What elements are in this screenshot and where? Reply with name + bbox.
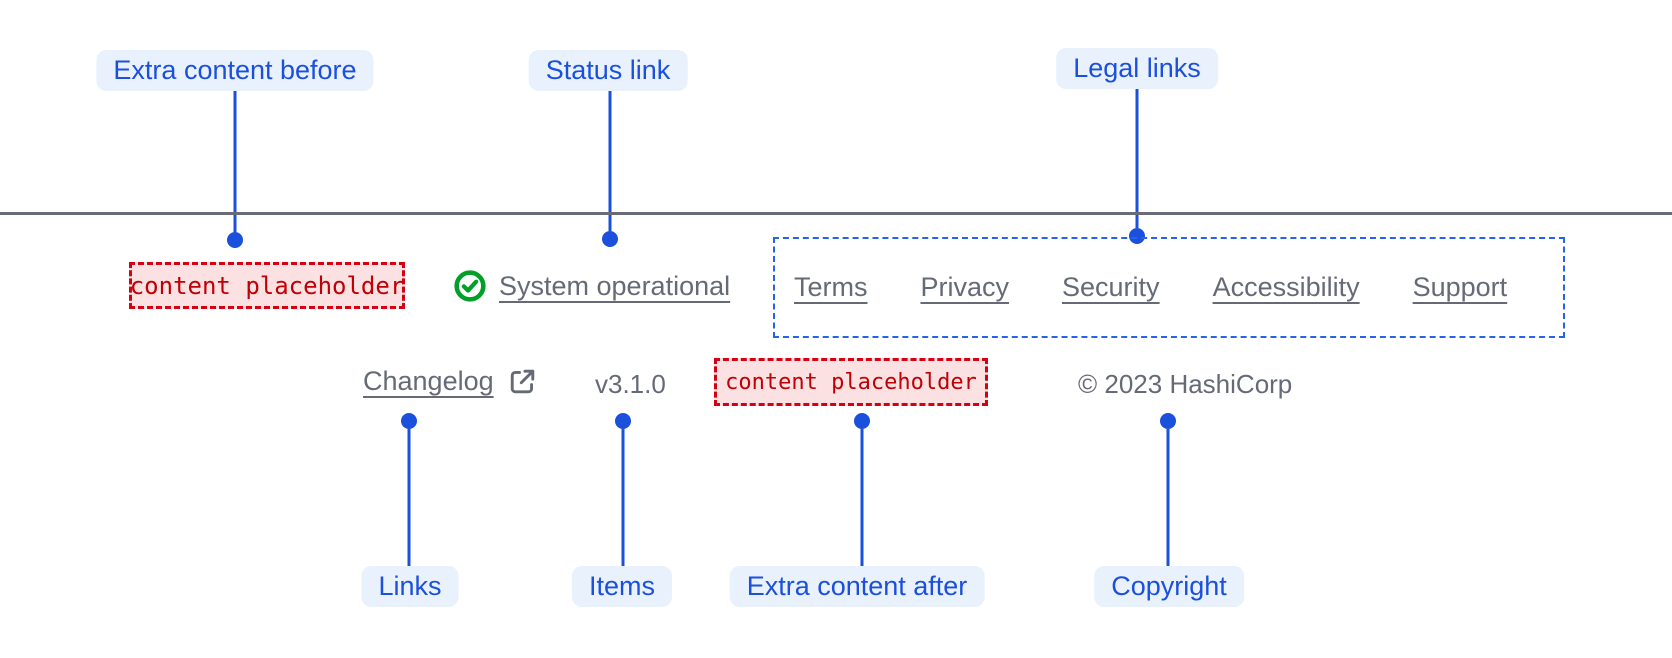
external-link-icon xyxy=(507,367,538,396)
pointer-line-items xyxy=(621,429,625,566)
pointer-line-extra-content-after xyxy=(860,429,864,566)
callout-label-status-link: Status link xyxy=(528,50,688,91)
extra-content-before-placeholder: content placeholder xyxy=(129,262,405,309)
pointer-line-copyright xyxy=(1166,429,1170,566)
check-circle-icon xyxy=(454,270,486,302)
legal-links-container: Terms Privacy Security Accessibility Sup… xyxy=(773,237,1565,338)
callout-label-legal-links: Legal links xyxy=(1056,48,1218,89)
pointer-dot-extra-content-before xyxy=(227,232,243,248)
callout-label-items: Items xyxy=(571,566,673,607)
legal-link-privacy[interactable]: Privacy xyxy=(920,272,1010,302)
callout-label-copyright: Copyright xyxy=(1094,566,1244,607)
legal-link-accessibility[interactable]: Accessibility xyxy=(1212,272,1360,302)
legal-link-terms[interactable]: Terms xyxy=(794,272,868,302)
status-link-label[interactable]: System operational xyxy=(499,270,731,301)
pointer-line-extra-content-before xyxy=(233,91,237,232)
version-item: v3.1.0 xyxy=(595,369,666,399)
status-link[interactable]: System operational xyxy=(454,270,730,302)
pointer-dot-status-link xyxy=(602,231,618,247)
pointer-dot-extra-content-after xyxy=(854,413,870,429)
pointer-line-legal-links xyxy=(1135,89,1139,228)
legal-link-security[interactable]: Security xyxy=(1062,272,1160,302)
callout-label-links: Links xyxy=(361,566,459,607)
changelog-link-label[interactable]: Changelog xyxy=(363,366,494,396)
copyright-text: © 2023 HashiCorp xyxy=(1078,369,1293,399)
pointer-line-links xyxy=(407,429,411,566)
callout-label-extra-content-before: Extra content before xyxy=(96,50,374,91)
pointer-dot-links xyxy=(401,413,417,429)
pointer-dot-items xyxy=(615,413,631,429)
pointer-line-status-link xyxy=(608,91,612,231)
extra-content-after-placeholder: content placeholder xyxy=(714,358,988,406)
changelog-link[interactable]: Changelog xyxy=(363,366,538,397)
legal-link-support[interactable]: Support xyxy=(1412,272,1508,302)
callout-label-extra-content-after: Extra content after xyxy=(729,566,985,607)
pointer-dot-legal-links xyxy=(1129,228,1145,244)
footer-top-divider xyxy=(0,212,1672,215)
pointer-dot-copyright xyxy=(1160,413,1176,429)
